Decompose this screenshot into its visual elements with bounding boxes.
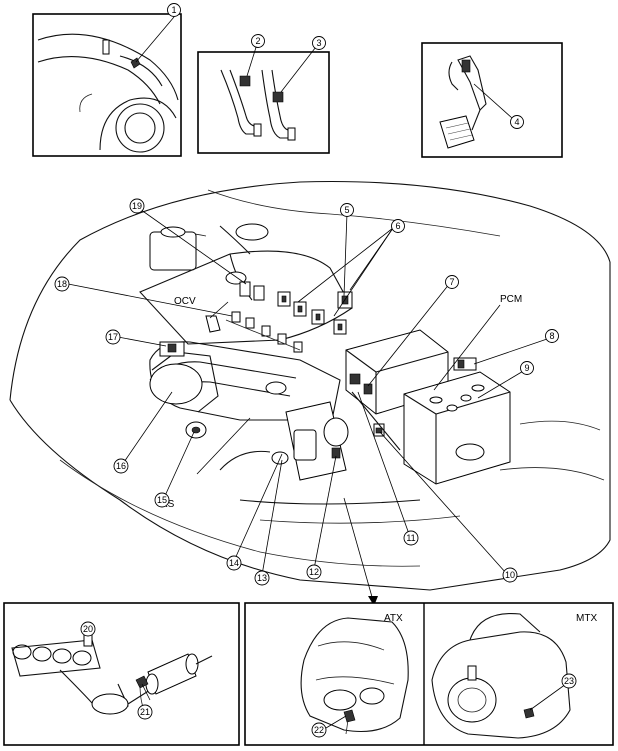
svg-text:17: 17: [108, 332, 118, 342]
svg-text:6: 6: [395, 221, 400, 231]
callout-6: 6: [391, 219, 405, 233]
svg-text:21: 21: [140, 707, 150, 717]
callout-11: 11: [403, 530, 419, 546]
svg-text:9: 9: [524, 363, 529, 373]
callout-5: 5: [340, 203, 354, 217]
label-ocv: OCV: [174, 296, 196, 307]
svg-text:5: 5: [344, 205, 349, 215]
svg-text:19: 19: [132, 201, 142, 211]
svg-text:22: 22: [314, 725, 324, 735]
svg-text:23: 23: [564, 676, 574, 686]
callout-2: 2: [251, 34, 265, 48]
callout-4: 4: [510, 115, 524, 129]
label-mtx: MTX: [576, 613, 597, 624]
svg-text:1: 1: [171, 5, 176, 15]
inset-vehicle-front: [32, 13, 182, 157]
callout-21: 21: [137, 704, 153, 720]
label-atx: ATX: [384, 613, 403, 624]
svg-text:3: 3: [316, 38, 321, 48]
callout-16: 16: [113, 458, 129, 474]
svg-text:10: 10: [505, 570, 515, 580]
svg-text:8: 8: [549, 331, 554, 341]
inset-exhaust-manifold: [3, 602, 240, 746]
svg-text:2: 2: [255, 36, 260, 46]
callout-22: 22: [311, 722, 327, 738]
inset-hose-sensors: [197, 40, 330, 154]
callout-8: 8: [545, 329, 559, 343]
callout-19: 19: [129, 198, 145, 214]
svg-text:18: 18: [57, 279, 67, 289]
callout-7: 7: [445, 275, 459, 289]
callout-17: 17: [105, 329, 121, 345]
svg-text:20: 20: [83, 624, 93, 634]
svg-text:12: 12: [309, 567, 319, 577]
callout-10: 10: [502, 567, 518, 583]
svg-text:15: 15: [157, 495, 167, 505]
svg-text:11: 11: [406, 533, 415, 543]
callout-14: 14: [226, 555, 242, 571]
callout-15: 15: [154, 492, 170, 508]
svg-text:4: 4: [514, 117, 519, 127]
callout-20: 20: [80, 621, 96, 637]
callout-12: 12: [306, 564, 322, 580]
svg-text:14: 14: [229, 558, 239, 568]
callout-1: 1: [167, 3, 181, 17]
label-pcm: PCM: [500, 294, 522, 305]
svg-text:7: 7: [449, 277, 454, 287]
inset-accelerator-pedal: [421, 42, 563, 158]
svg-text:16: 16: [116, 461, 126, 471]
callout-23: 23: [561, 673, 577, 689]
callout-3: 3: [312, 36, 326, 50]
main-engine-bay: [9, 180, 611, 606]
svg-text:13: 13: [257, 573, 267, 583]
inset-transaxles: [244, 602, 614, 746]
callout-13: 13: [254, 570, 270, 586]
callout-9: 9: [520, 361, 534, 375]
callout-18: 18: [54, 276, 70, 292]
